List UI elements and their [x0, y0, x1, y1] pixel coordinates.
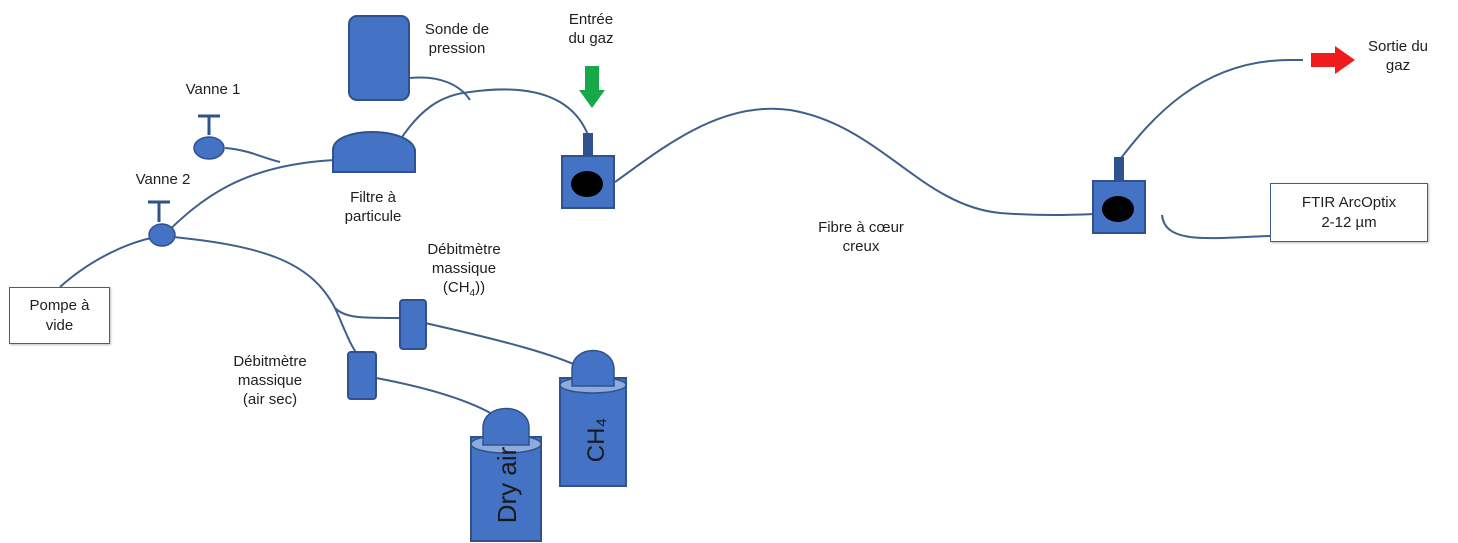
valve-1-icon: [193, 114, 225, 160]
pipe-air-meter-to-tank: [375, 377, 503, 421]
gas-outlet-arrow: [1311, 46, 1355, 74]
pipe-pump-to-vanne2: [59, 235, 164, 288]
pressure-sensor-label: Sonde de pression: [424, 21, 490, 57]
gas-cell-inlet: [561, 133, 615, 209]
valve-2-icon: [148, 200, 176, 247]
gas-inlet-arrow: [579, 66, 605, 108]
valve-2-label: Vanne 2: [135, 171, 191, 188]
hollow-fiber-label: Fibre à cœur creux: [818, 219, 904, 255]
pipe-filtre-to-cell1: [399, 88, 589, 141]
pipe-vanne2-to-flowmeters: [162, 235, 401, 319]
pipe-cell2-to-outlet: [1117, 59, 1303, 163]
pipe-vanne2-to-filtre: [162, 159, 336, 237]
ch4-tank: [559, 349, 627, 487]
particle-filter-label: Filtre à particule: [344, 189, 402, 225]
hollow-core-fiber: [614, 107, 1096, 216]
ch4-tank-label: CH₄: [583, 418, 610, 462]
dry-air-tank: [470, 407, 542, 542]
valve-1-label: Vanne 1: [185, 81, 241, 98]
pipe-cell2-to-ftir: [1161, 214, 1271, 240]
flowmeter-air-label: Débitmètre massique (air sec): [233, 353, 307, 408]
flowmeter-ch4-gas: (CH4)): [442, 279, 486, 299]
pipe-sonde-to-main: [409, 76, 471, 101]
particle-filter: [332, 131, 416, 173]
ftir-box: FTIR ArcOptix 2-12 µm: [1270, 183, 1428, 242]
gas-outlet-label: Sortie du gaz: [1367, 38, 1429, 74]
pipe-ch4-meter-to-tank: [424, 322, 591, 373]
gas-inlet-label: Entrée du gaz: [568, 11, 614, 47]
gas-cell-outlet: [1092, 157, 1146, 234]
flowmeter-air: [347, 351, 377, 400]
pipe-vanne1-to-main: [224, 147, 281, 163]
flowmeter-ch4: [399, 299, 427, 350]
dry-air-tank-label: Dry air: [492, 446, 522, 523]
vacuum-pump-box: Pompe à vide: [9, 287, 110, 344]
flowmeter-ch4-label: Débitmètre massique (CH4)): [414, 240, 514, 303]
pressure-sensor: [348, 15, 410, 101]
